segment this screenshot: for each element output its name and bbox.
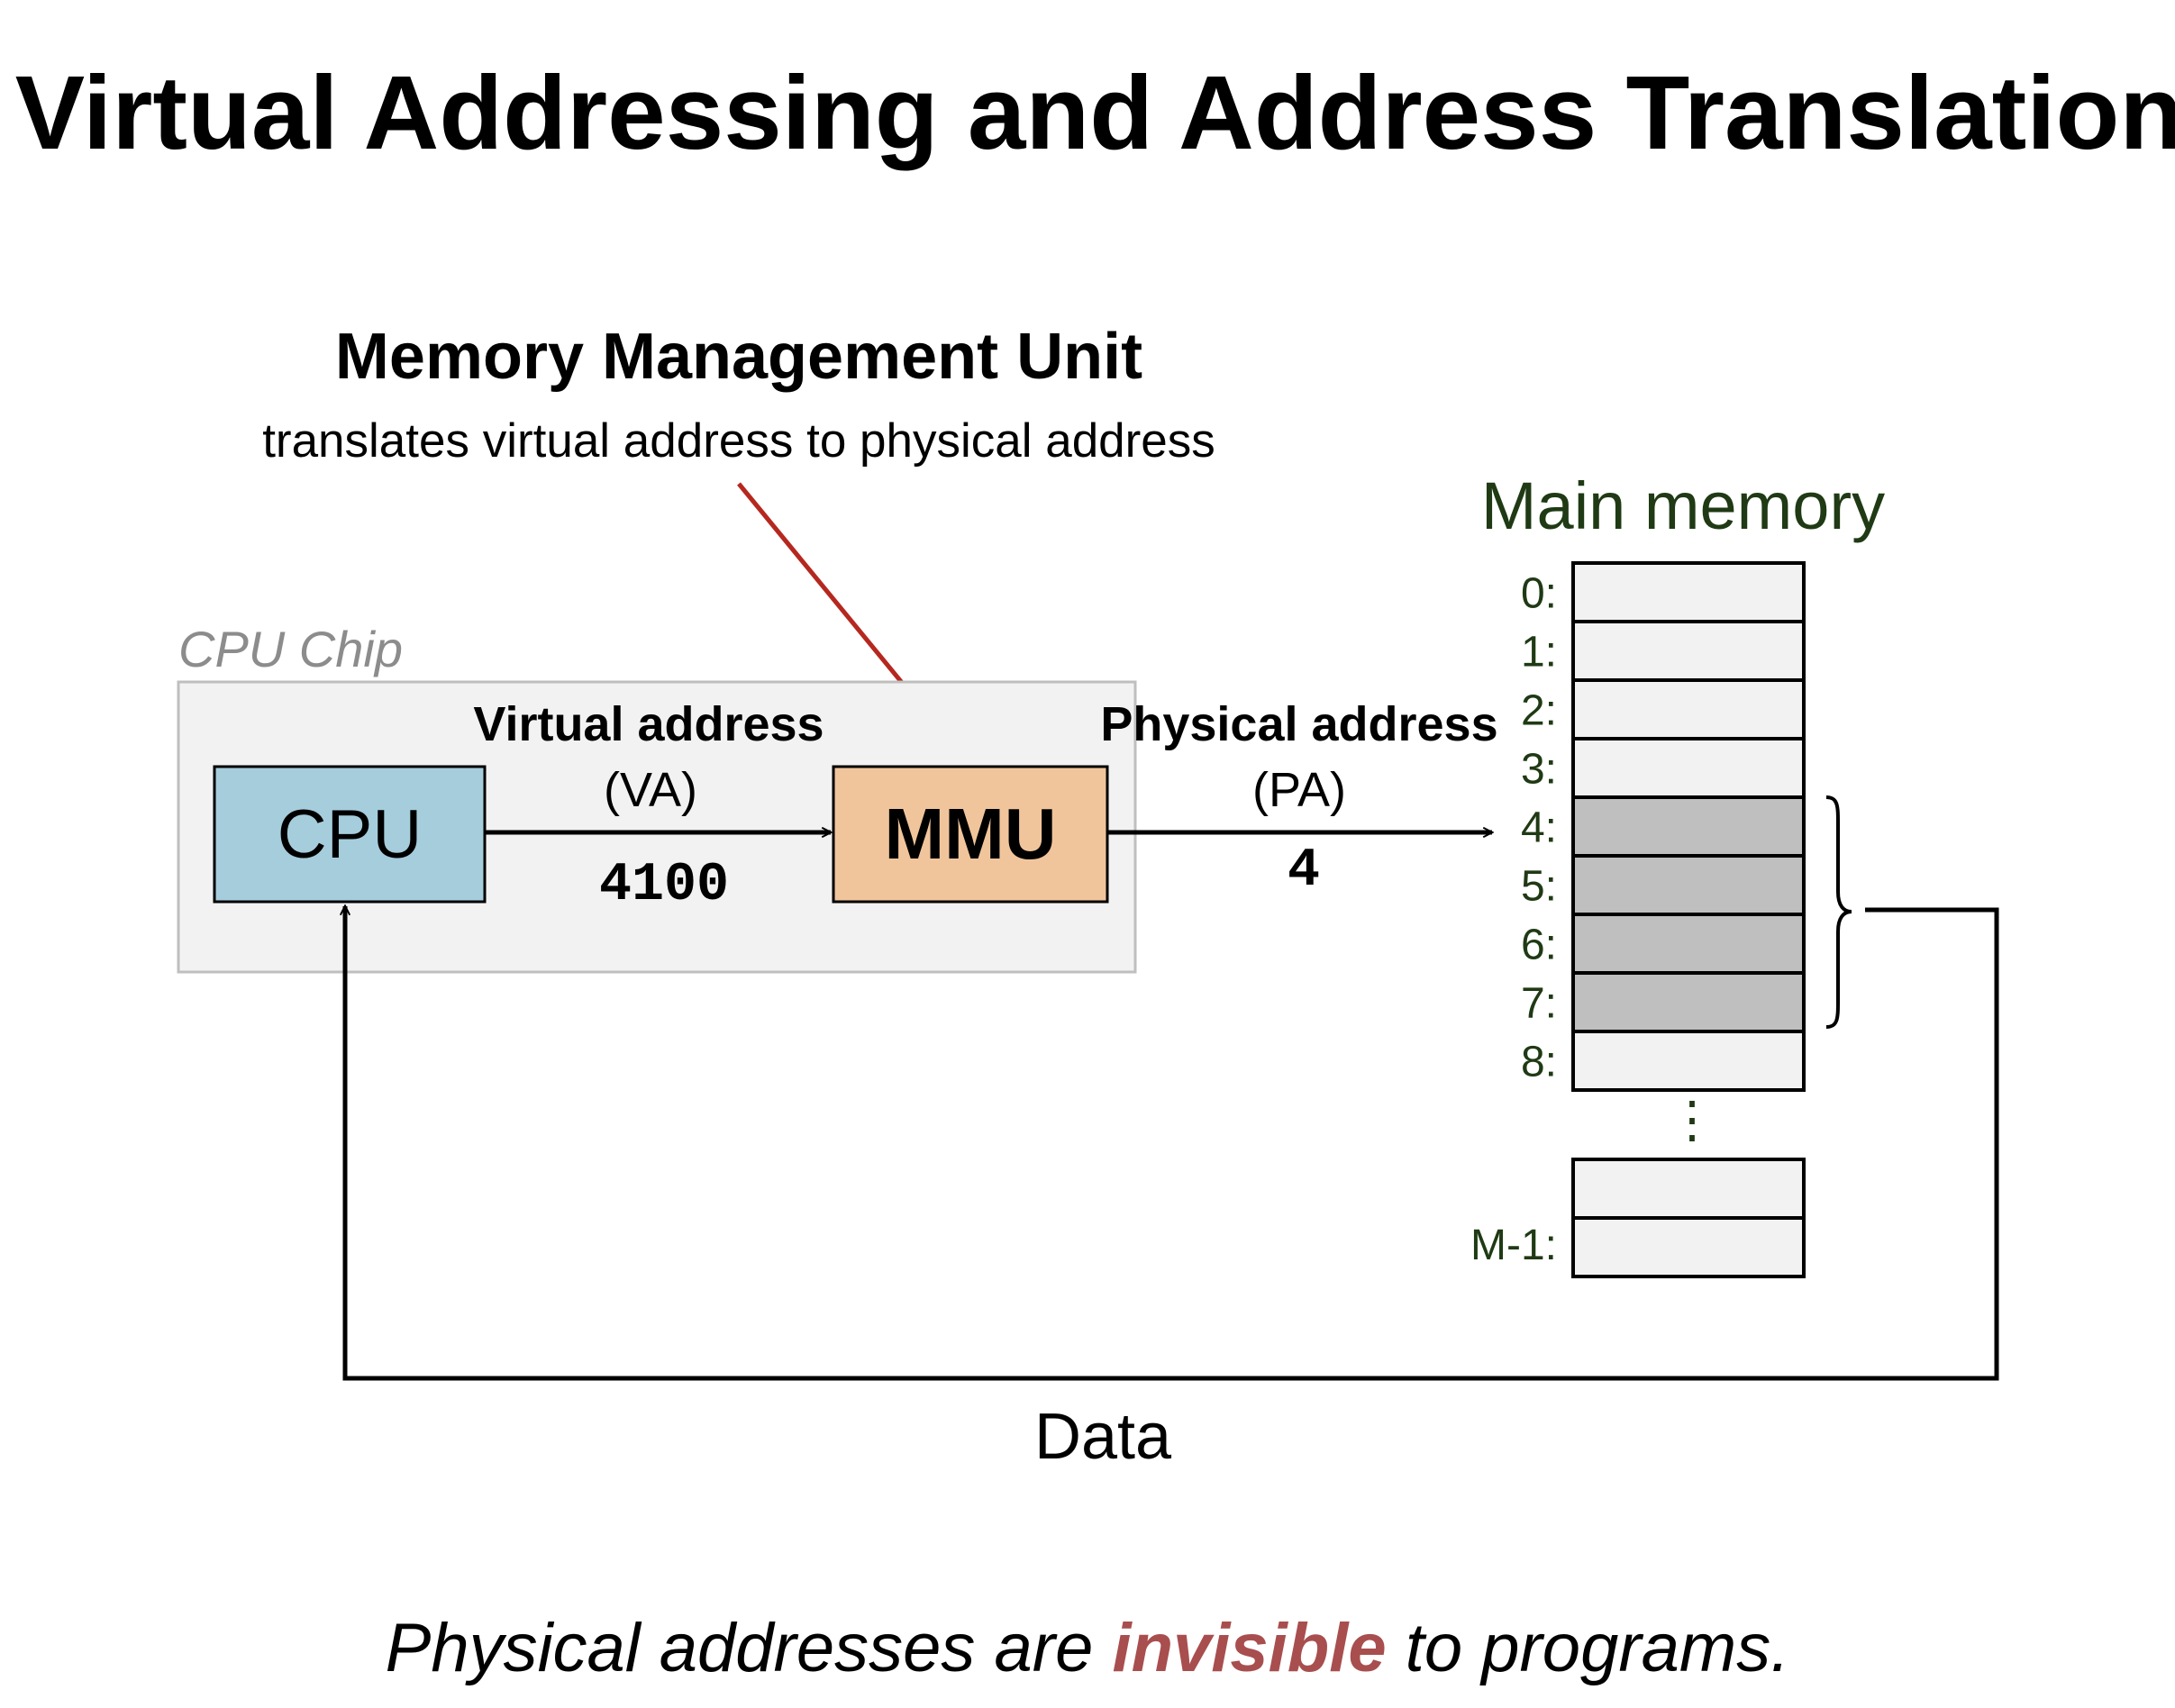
memory-address-label: 7: [1521, 980, 1557, 1028]
memory-address-label: M-1: [1470, 1222, 1557, 1269]
memory-cell-highlighted [1571, 913, 1806, 975]
memory-address-label: 0: [1521, 570, 1557, 618]
cpu-label: CPU [278, 796, 422, 873]
page-title: Virtual Addressing and Address Translati… [15, 54, 2175, 171]
memory-address-label: 5: [1521, 863, 1557, 911]
memory-address-label: 3: [1521, 746, 1557, 794]
footer-text-before: Physical addresses are [386, 1610, 1113, 1686]
memory-cell-highlighted [1571, 795, 1806, 858]
data-return-line [345, 906, 1999, 1381]
memory-cell [1571, 678, 1806, 740]
va-label: Virtual address [473, 697, 824, 751]
memory-cell [1571, 737, 1806, 799]
data-label: Data [1034, 1401, 1172, 1473]
memory-address-label: 2: [1521, 687, 1557, 735]
mmu-callout-title: Memory Management Unit [335, 321, 1142, 393]
memory-cell [1571, 1030, 1806, 1092]
memory-cell-m-1 [1571, 1216, 1806, 1278]
cpu-chip-label: CPU Chip [178, 621, 403, 677]
footer-note: Physical addresses are invisible to prog… [386, 1610, 1790, 1686]
footer-emphasis: invisible [1112, 1610, 1386, 1686]
memory-ellipsis: ⋮ [1667, 1091, 1717, 1148]
memory-address-label: 6: [1521, 922, 1557, 969]
memory-cell-highlighted [1571, 854, 1806, 916]
va-value: 4100 [599, 855, 729, 916]
memory-cell [1571, 620, 1806, 682]
memory-address-label: 8: [1521, 1039, 1557, 1086]
mmu-label: MMU [884, 794, 1056, 874]
memory-cell [1571, 561, 1806, 623]
memory-rows: 0: 1: 2: 3: 4: 5: 6: 7: 8: [1521, 561, 1806, 1092]
memory-cell-m-2 [1571, 1158, 1806, 1220]
memory-cell-highlighted [1571, 971, 1806, 1033]
cpu-box [213, 765, 487, 904]
pa-value: 4 [1288, 840, 1320, 902]
main-memory-title: Main memory [1481, 468, 1885, 543]
memory-address-label: 4: [1521, 804, 1557, 852]
va-abbrev: (VA) [604, 763, 697, 817]
pa-abbrev: (PA) [1252, 763, 1346, 817]
highlight-brace [1825, 795, 1852, 1029]
memory-address-label: 1: [1521, 629, 1557, 677]
mmu-callout-subtitle: translates virtual address to physical a… [262, 414, 1215, 468]
footer-text-after: to programs. [1387, 1610, 1790, 1686]
pa-label: Physical address [1100, 697, 1497, 751]
mmu-box [832, 765, 1109, 904]
